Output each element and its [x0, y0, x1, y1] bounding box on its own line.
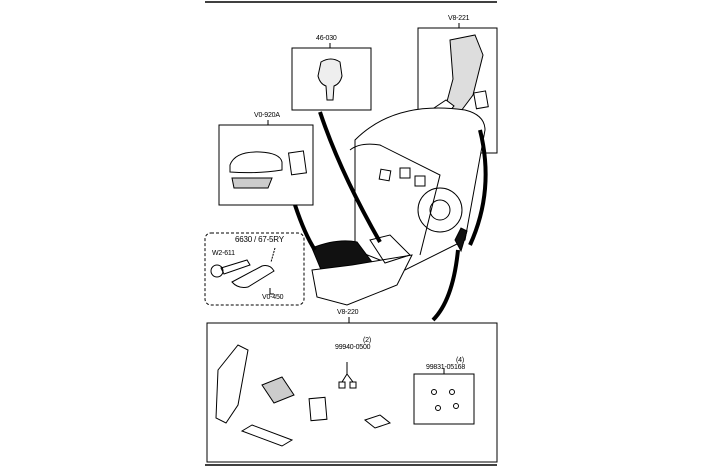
key-reference: 6630 / 67-5RY	[235, 235, 284, 244]
interior-kit-box	[206, 317, 498, 463]
shift-knob-box	[291, 43, 372, 111]
part-code-interior-kit: V8-220	[337, 309, 359, 316]
leader-lines	[293, 111, 488, 322]
dashboard-illustration	[311, 107, 486, 306]
part-code-screw-b: 99831-05168	[426, 364, 466, 371]
part-code-shift-knob: 46-030	[316, 35, 337, 42]
part-code-strap: W2-611	[212, 250, 235, 257]
screw-b-qty: (4)	[456, 357, 464, 364]
part-code-screw-a: 99940-0500	[335, 344, 371, 351]
armrest-box	[218, 120, 314, 206]
part-code-key-cover: V0-450	[262, 294, 284, 301]
part-code-pedal-set: V8-221	[448, 15, 470, 22]
screw-a-qty: (2)	[363, 337, 371, 344]
part-code-armrest: V0-920A	[254, 112, 280, 119]
key-accessory-box	[204, 232, 305, 306]
